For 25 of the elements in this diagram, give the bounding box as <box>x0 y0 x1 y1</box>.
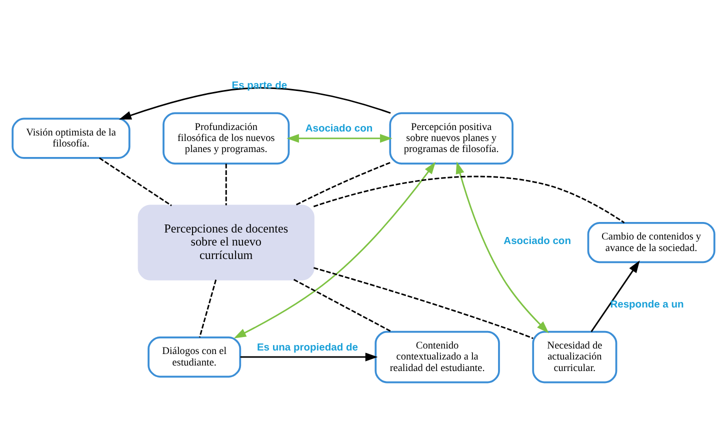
edge-label: Asociado con <box>305 123 373 134</box>
arrow <box>234 161 436 338</box>
edge-label: Responde a un <box>610 298 684 310</box>
connector <box>99 156 172 206</box>
arrow <box>240 352 378 361</box>
node-box: Profundización filosófica de los nuevos planes y programas. <box>162 112 290 164</box>
arrow <box>119 86 391 119</box>
edge-label: Asociado con <box>504 236 571 247</box>
node-box: Percepción positiva sobre nuevos planes y programas de filosofía. <box>389 112 514 164</box>
connector <box>313 175 625 223</box>
node-box: Percepciones de docentes sobre el nuevo currículum <box>138 204 314 280</box>
arrow <box>590 260 640 332</box>
connector <box>294 161 390 206</box>
node-box: Necesidad de actualización curricular. <box>532 330 618 383</box>
node-box: Contenido contextualizado a la realidad del estudiante. <box>374 330 500 383</box>
connector <box>225 163 227 205</box>
node-box: Cambio de contenidos y avance de la sociedad. <box>587 222 716 263</box>
node-box: Diálogos con el estudiante. <box>148 336 242 378</box>
connector <box>293 278 392 332</box>
connector <box>198 279 217 337</box>
connector <box>313 266 534 339</box>
edge-label: Es una propiedad de <box>256 342 358 353</box>
node-box: Visión optimista de la filosofía. <box>12 117 130 158</box>
arrow <box>456 160 549 333</box>
arrow <box>286 134 392 142</box>
